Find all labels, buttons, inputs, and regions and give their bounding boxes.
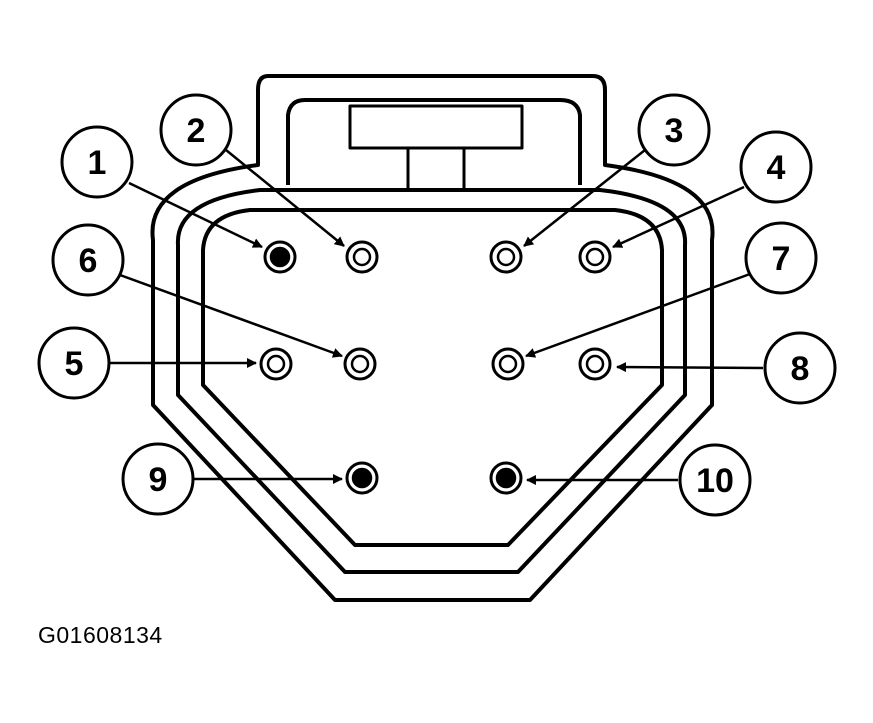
callout-circle [60,125,134,199]
pin-cavity-4 [578,240,612,274]
pin-terminal-empty [585,354,605,374]
callout-8: 8 [763,331,837,405]
callout-5: 5 [37,326,111,400]
pin-cavity-8 [578,347,612,381]
leader-line-2 [225,149,345,247]
callout-circle [159,93,233,167]
callout-circle [763,331,837,405]
pin-callouts: 1 2 3 4 5 6 7 8 9 10 [37,93,837,517]
pin-terminal-empty [496,247,516,267]
pin-terminal-filled [269,246,291,268]
callout-circle [37,326,111,400]
pin-terminal-empty [350,354,370,374]
pin-cavity-2 [345,240,379,274]
callout-number: 2 [187,112,206,150]
pin-cavity-1 [263,240,297,274]
pin-terminal-empty [498,354,518,374]
latch-outline [286,98,582,185]
pin-terminal-empty [585,247,605,267]
pin-terminal-empty [352,247,372,267]
callout-4: 4 [739,130,813,204]
leader-line-7 [525,272,751,358]
housing-inner-outline [201,208,664,547]
callout-2: 2 [159,93,233,167]
callout-number: 5 [65,345,84,383]
callout-circle [637,93,711,167]
callout-6: 6 [51,223,125,297]
callout-number: 9 [149,461,168,499]
connector-housing [150,74,715,602]
callout-number: 3 [665,112,684,150]
callout-number: 8 [791,350,810,388]
pin-terminal-filled [495,467,517,489]
callout-number: 10 [696,462,734,500]
callout-circle [739,130,813,204]
callout-10: 10 [678,443,752,517]
leader-lines [110,149,764,485]
callout-3: 3 [637,93,711,167]
callout-7: 7 [744,221,818,295]
figure-id: G01608134 [38,622,163,648]
pin-cavity-3 [489,240,523,274]
pin-cavity-9 [345,461,379,495]
callout-circle [121,442,195,516]
callout-number: 4 [767,149,786,187]
pin-cavity-5 [259,347,293,381]
leader-line-1 [128,181,263,249]
callout-circle [678,443,752,517]
callout-number: 6 [79,242,98,280]
callout-circle [51,223,125,297]
pin-cavity-6 [343,347,377,381]
pin-terminal-filled [351,467,373,489]
callout-number: 7 [772,240,791,278]
callout-circle [744,221,818,295]
housing-outer-outline [150,74,715,602]
housing-middle-outline [175,188,688,574]
callout-1: 1 [60,125,134,199]
leader-line-4 [612,185,745,249]
leader-line-3 [523,149,646,247]
callout-number: 1 [88,144,107,182]
pin-cavity-10 [489,461,523,495]
leader-line-8 [616,362,764,373]
latch-window [348,104,524,150]
callout-9: 9 [121,442,195,516]
pin-terminal-empty [266,354,286,374]
pin-cavities [259,240,612,495]
pin-cavity-7 [491,347,525,381]
leader-line-6 [119,273,343,358]
